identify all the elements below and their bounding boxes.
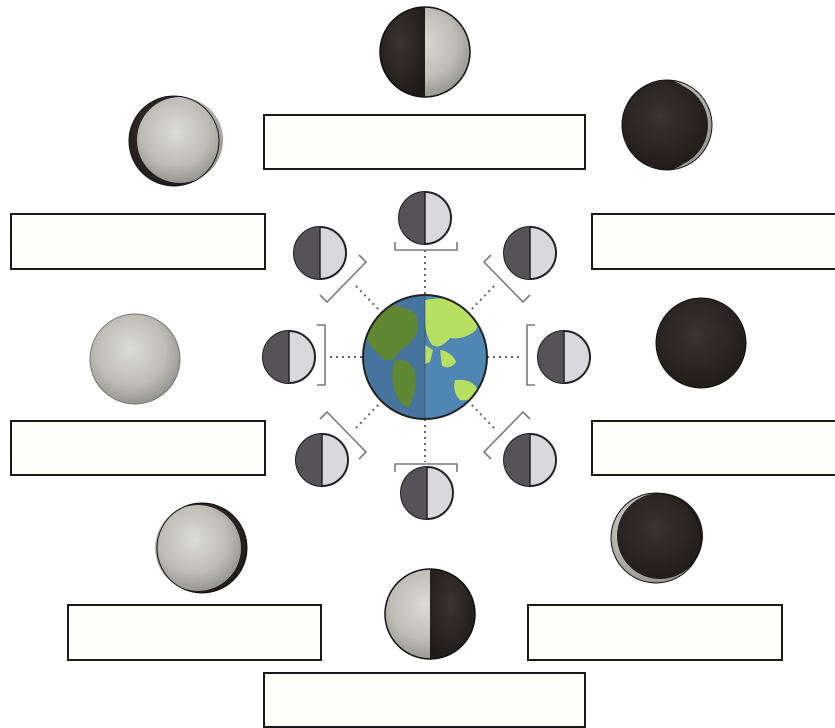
moon-phase-upper-right <box>622 80 712 170</box>
moon-phase-bottom <box>385 569 475 659</box>
moon-phase-left <box>90 314 180 404</box>
moon-phase-top <box>380 7 470 97</box>
orbit-moon-upper-right <box>504 227 556 279</box>
orbit-moon-lower-right <box>504 434 556 486</box>
moon-phase-lower-right <box>611 493 703 583</box>
orbit-moon-lower-left <box>296 434 348 486</box>
orbit-moon-upper-left <box>294 227 346 279</box>
moon-phase-upper-left <box>129 96 223 186</box>
orbit-moon-left <box>263 331 315 383</box>
orbit-moon-bottom <box>401 467 453 519</box>
moon-phase-lower-left <box>155 503 247 593</box>
earth-icon <box>363 295 487 419</box>
orbit-moon-top <box>399 192 451 244</box>
moon-phase-right <box>656 298 746 388</box>
orbit-moon-right <box>538 331 590 383</box>
